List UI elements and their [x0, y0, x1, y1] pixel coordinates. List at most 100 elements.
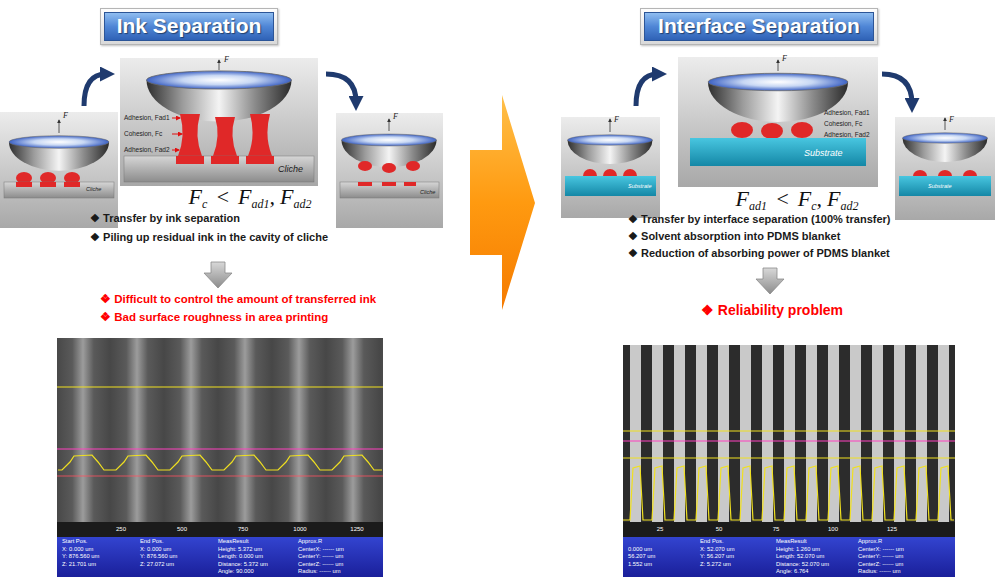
highlight-text: ❖ Bad surface roughness in area printing — [100, 310, 328, 324]
bullet-text: ❖ Solvent absorption into PDMS blanket — [628, 230, 840, 243]
axis-tick: 125 — [887, 526, 897, 532]
ink-dome — [963, 170, 977, 176]
formula-term: F — [188, 184, 201, 209]
formula-term: , — [270, 184, 276, 209]
ink-cavity — [40, 182, 56, 187]
marker-line — [623, 458, 955, 459]
bullet-text: ❖ Transfer by ink separation — [90, 212, 240, 225]
formula-term: c — [202, 197, 207, 211]
ink-dome — [761, 123, 783, 139]
force-label: Cohesion, Fc — [124, 130, 162, 137]
axis-tick: 1000 — [293, 526, 306, 532]
formula-term: F — [827, 186, 840, 211]
force-arrow — [778, 60, 779, 71]
substrate — [899, 176, 991, 196]
force-label: Adhesion, Fad1 — [824, 109, 870, 116]
force-pointer — [172, 118, 180, 119]
part-label: Substrate — [628, 183, 652, 189]
bullet-text: ❖ Reduction of absorbing power of PDMS b… — [628, 247, 890, 260]
info-bar — [623, 537, 955, 577]
micrograph-stripes — [623, 345, 955, 537]
ink-pillar — [178, 114, 202, 156]
axis-tick: 50 — [716, 526, 723, 532]
ink-dome — [603, 169, 617, 176]
down-arrow — [204, 262, 232, 288]
figure-ground — [0, 112, 118, 228]
measurement-text: Y: 56.207 um — [700, 553, 734, 559]
height-profile — [623, 466, 954, 520]
part-label: Substrate — [804, 148, 843, 158]
measurement-text: CenterZ: ------ um — [298, 561, 343, 567]
measurement-text: Distance: 52.070 um — [776, 561, 829, 567]
residual-ink — [358, 182, 372, 186]
ink-drop — [382, 163, 396, 173]
measurement-text: 1.552 um — [628, 561, 652, 567]
bullet-text: ❖ Transfer by interface separation (100%… — [628, 213, 890, 226]
measurement-text: Y: 876.560 um — [140, 553, 177, 559]
axis-tick: 250 — [116, 526, 126, 532]
ink-cavity — [64, 182, 80, 187]
down-arrow — [756, 268, 784, 294]
cycle-arrow — [84, 74, 106, 106]
formula: Fc<Fad1,Fad2 — [188, 184, 311, 212]
measurement-text: Radius: ------ um — [858, 568, 901, 574]
part-label: Cliche — [278, 164, 303, 174]
axis-tick: 75 — [773, 526, 780, 532]
measurement-text: Length: 0.000 um — [218, 553, 263, 559]
formula-term: ad1 — [252, 197, 270, 211]
cliche-plate — [4, 182, 114, 198]
ruler-strip — [623, 522, 955, 537]
title-text: Ink Separation — [104, 12, 275, 41]
highlight-text: ❖ Difficult to control the amount of tra… — [100, 292, 376, 306]
measurement-text: CenterZ: ------ um — [858, 561, 903, 567]
figure-ground — [678, 57, 878, 187]
measurement-text: End Pos. — [700, 538, 724, 544]
measurement-text: Length: 52.070 um — [776, 553, 824, 559]
micrograph — [57, 338, 383, 577]
interface-contact-figure — [561, 117, 660, 218]
measurement-text: X: 0.000 um — [62, 546, 93, 552]
ink-dome — [938, 170, 952, 176]
axis-tick: 750 — [238, 526, 248, 532]
height-profile — [58, 455, 382, 470]
part-label: Cliche — [86, 186, 101, 192]
ink-dome — [623, 169, 637, 176]
axis-tick: 25 — [657, 526, 664, 532]
measurement-text: Z: 27.072 um — [140, 561, 174, 567]
measurement-text: Z: 21.701 um — [62, 561, 96, 567]
blanket-roll — [568, 135, 653, 164]
blanket-roll — [9, 136, 109, 171]
force-arrow — [610, 119, 611, 132]
marker-line — [623, 441, 955, 442]
formula-term: F — [798, 186, 811, 211]
ink-cavity — [246, 156, 274, 164]
measurement-text: Start Pos. — [62, 538, 87, 544]
highlight-text: ❖ Reliability problem — [701, 302, 843, 318]
force-label: F — [782, 54, 787, 63]
ink-separation-figure — [120, 58, 318, 186]
progress-arrow — [470, 95, 535, 310]
measurement-text: End Pos. — [140, 538, 164, 544]
measurement-text: CenterX: ------ um — [858, 546, 904, 552]
force-pointer — [172, 134, 182, 135]
measurement-text: X: 52.070 um — [700, 546, 734, 552]
interface-transferred-figure — [895, 117, 995, 220]
force-arrow — [219, 60, 220, 70]
measurement-text: Angle: 6.764 — [776, 568, 809, 574]
measurement-text: Y: 876.560 um — [62, 553, 99, 559]
ink-dome — [583, 169, 597, 176]
force-pointer — [172, 150, 179, 151]
blanket-roll — [147, 71, 292, 122]
formula-term: F — [280, 184, 293, 209]
measurement-text: Height: 1.260 um — [776, 546, 820, 552]
force-label: Adhesion, Fad2 — [124, 146, 170, 153]
measurement-text: Approx.R — [858, 538, 882, 544]
residual-ink — [382, 182, 396, 186]
measurement-text: Distance: 5.372 um — [218, 561, 268, 567]
formula-term: c — [811, 199, 816, 213]
formula-term: , — [817, 186, 823, 211]
info-bar — [57, 537, 383, 577]
ink-pillar — [213, 117, 237, 156]
